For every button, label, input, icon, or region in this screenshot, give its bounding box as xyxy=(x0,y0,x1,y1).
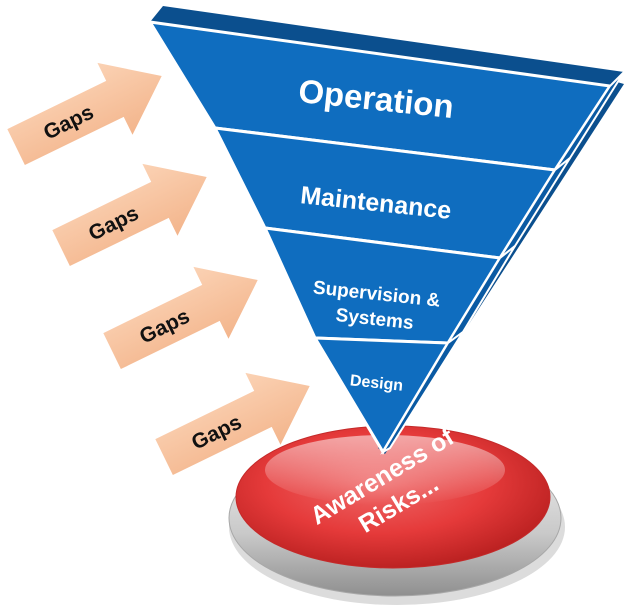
funnel-level-operation: Operation xyxy=(147,6,625,172)
funnel-level-maintenance: Maintenance xyxy=(212,126,571,260)
gap-arrow-1: Gaps xyxy=(7,62,162,166)
funnel-level-design: Design xyxy=(312,331,464,455)
gap-arrow-3: Gaps xyxy=(103,266,258,370)
gap-arrow-2: Gaps xyxy=(52,163,207,267)
level-label-design: Design xyxy=(349,372,404,394)
funnel-level-supervision: Supervision & Systems xyxy=(262,226,516,345)
awareness-disc: Awareness of Risks... xyxy=(228,423,565,605)
